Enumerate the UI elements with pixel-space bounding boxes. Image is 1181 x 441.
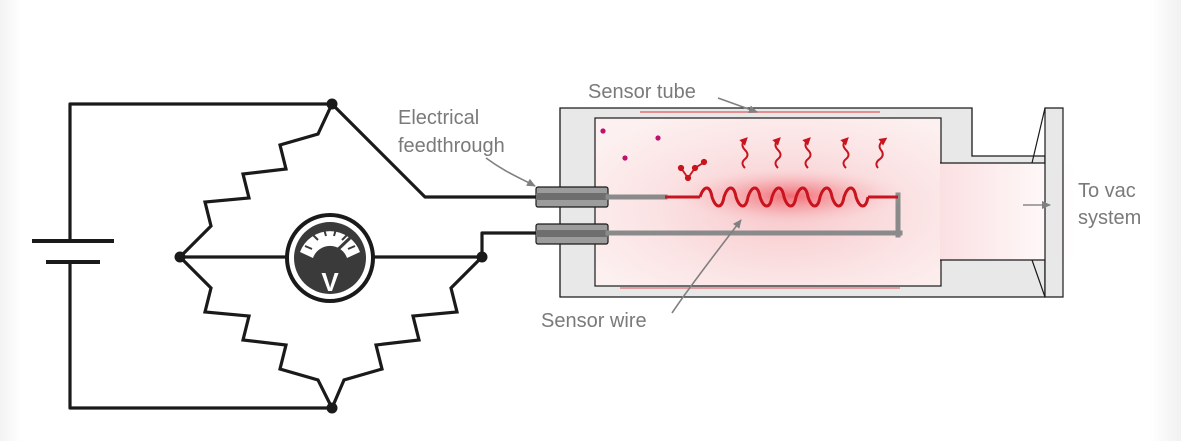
gas-particles [600, 128, 661, 161]
vacuum-system-label-line1: To vac [1078, 180, 1136, 202]
heat-radiation [739, 137, 888, 169]
electrical-feedthrough-label-line1: Electrical [398, 107, 479, 129]
electrical-feedthrough-label-line2: feedthrough [398, 135, 505, 157]
resistor-bottom-right [330, 255, 484, 409]
voltmeter-symbol: V [321, 267, 339, 297]
circuit-wires [68, 102, 542, 410]
resistor-bottom-left [178, 255, 334, 409]
circuit-nodes [174, 98, 488, 414]
electrical-feedthrough [535, 186, 609, 245]
voltmeter-icon: V [285, 213, 375, 303]
sensor-wire-label: Sensor wire [541, 310, 647, 332]
vacuum-system-label-line2: system [1078, 207, 1141, 229]
gas-molecule [677, 158, 708, 182]
resistor-top-left [178, 103, 334, 259]
battery-symbol [32, 239, 114, 264]
label-leaders [485, 97, 758, 314]
sensor-wire-heated [665, 168, 905, 224]
sensor-tube-label: Sensor tube [588, 81, 696, 103]
